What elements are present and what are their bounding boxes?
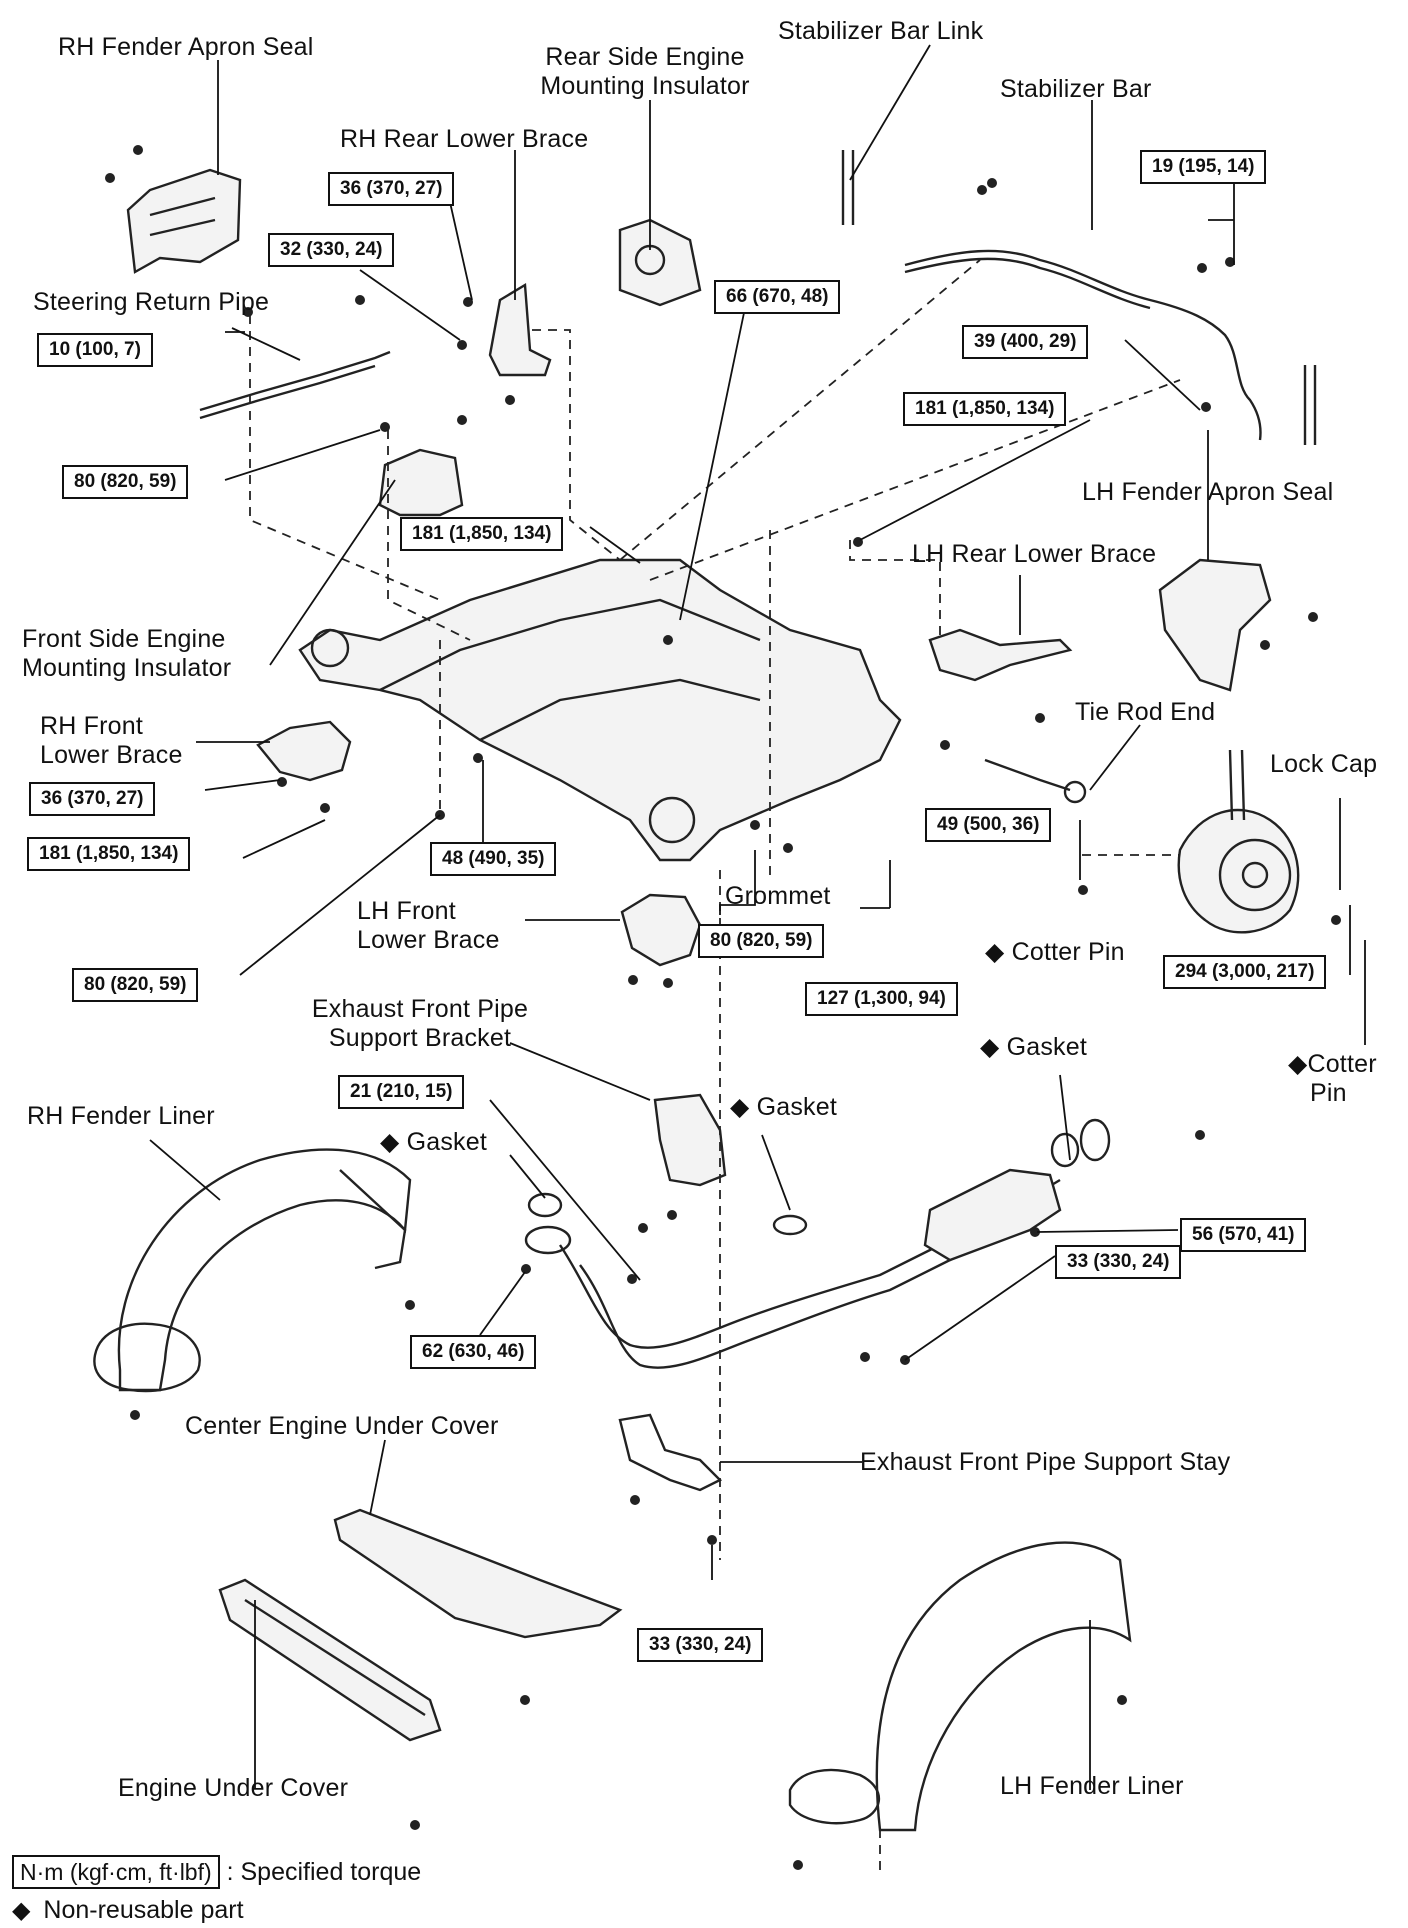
label-line: RH Front bbox=[40, 712, 144, 740]
label-line: Support Bracket bbox=[328, 1024, 512, 1052]
crossmember-shape bbox=[298, 558, 902, 862]
exhaust-pipe-shape bbox=[559, 1178, 1061, 1349]
label-exhaust-front-pipe-support-stay: Exhaust Front Pipe Support Stay bbox=[860, 1448, 1231, 1476]
label-line: LH Front bbox=[357, 897, 456, 925]
label-lock-cap: Lock Cap bbox=[1270, 750, 1378, 778]
rh-fender-liner-shape bbox=[117, 1148, 412, 1392]
label-rh-fender-liner: RH Fender Liner bbox=[27, 1102, 215, 1130]
legend-torque-desc: : Specified torque bbox=[226, 1858, 422, 1886]
label-line: Cotter bbox=[1307, 1050, 1377, 1078]
label-text: Gasket bbox=[406, 1128, 487, 1156]
gasket-shape-left bbox=[527, 1192, 563, 1218]
label-gasket-3: ◆ Gasket bbox=[380, 1128, 487, 1157]
torque-box: 36 (370, 27) bbox=[29, 782, 156, 816]
nonreusable-diamond-icon: ◆ bbox=[985, 938, 1005, 966]
lh-fender-apron-seal-shape bbox=[1158, 558, 1272, 692]
center-engine-under-cover-shape bbox=[333, 1508, 623, 1639]
torque-box: 32 (330, 24) bbox=[268, 233, 395, 267]
torque-box: 127 (1,300, 94) bbox=[805, 982, 958, 1016]
torque-box: 36 (370, 27) bbox=[328, 172, 455, 206]
torque-box: 10 (100, 7) bbox=[37, 333, 153, 367]
label-line: Mounting Insulator bbox=[540, 72, 750, 100]
label-lh-rear-lower-brace: LH Rear Lower Brace bbox=[912, 540, 1157, 568]
exhaust-bracket-shape bbox=[653, 1093, 727, 1187]
label-line: Lower Brace bbox=[357, 926, 500, 954]
label-tie-rod-end: Tie Rod End bbox=[1075, 698, 1216, 726]
rh-front-lower-brace-shape bbox=[256, 720, 352, 782]
stabilizer-bar-shape bbox=[904, 249, 1262, 441]
label-rh-rear-lower-brace: RH Rear Lower Brace bbox=[340, 125, 589, 153]
front-engine-mount-shape bbox=[378, 448, 464, 517]
torque-box: 80 (820, 59) bbox=[62, 465, 189, 499]
nonreusable-diamond-icon: ◆ bbox=[12, 1897, 31, 1924]
torque-box: 56 (570, 41) bbox=[1180, 1218, 1307, 1252]
torque-box: 39 (400, 29) bbox=[962, 325, 1089, 359]
nonreusable-diamond-icon: ◆ bbox=[980, 1033, 1000, 1061]
lh-rear-lower-brace-shape bbox=[928, 628, 1073, 682]
torque-box: 21 (210, 15) bbox=[338, 1075, 465, 1109]
torque-box: 66 (670, 48) bbox=[714, 280, 841, 314]
label-line: Exhaust Front Pipe bbox=[311, 995, 529, 1023]
label-line: Pin bbox=[1310, 1079, 1347, 1107]
label-rh-front-lower-brace: RH Front Lower Brace bbox=[40, 712, 183, 770]
tie-rod-end-shape bbox=[984, 758, 1071, 792]
label-line: Rear Side Engine bbox=[545, 43, 745, 71]
label-text: Gasket bbox=[1006, 1033, 1087, 1061]
rh-rear-lower-brace-shape bbox=[488, 282, 552, 377]
label-text: Cotter Pin bbox=[1011, 938, 1125, 966]
label-gasket-2: ◆ Gasket bbox=[730, 1093, 837, 1122]
torque-box: 181 (1,850, 134) bbox=[27, 837, 191, 871]
label-gasket-1: ◆ Gasket bbox=[980, 1033, 1087, 1062]
label-lh-front-lower-brace: LH Front Lower Brace bbox=[357, 897, 500, 955]
torque-box: 80 (820, 59) bbox=[698, 924, 825, 958]
label-cotter-pin-1: ◆ Cotter Pin bbox=[985, 938, 1125, 967]
rh-fender-apron-seal-shape bbox=[126, 168, 242, 274]
label-line: Front Side Engine bbox=[22, 625, 226, 653]
label-front-side-engine-mounting-insulator: Front Side Engine Mounting Insulator bbox=[22, 625, 231, 683]
label-grommet: Grommet bbox=[725, 882, 831, 910]
label-cotter-pin-2: ◆Cotter Pin bbox=[1288, 1050, 1377, 1108]
legend-torque-unit: N·m (kgf·cm, ft·lbf) bbox=[12, 1855, 220, 1889]
label-line: Mounting Insulator bbox=[22, 654, 232, 682]
label-lh-fender-liner: LH Fender Liner bbox=[1000, 1772, 1184, 1800]
label-line: Lower Brace bbox=[40, 741, 183, 769]
label-rear-side-engine-mounting-insulator: Rear Side Engine Mounting Insulator bbox=[510, 43, 780, 101]
rear-engine-mount-shape bbox=[618, 218, 702, 307]
torque-box: 80 (820, 59) bbox=[72, 968, 199, 1002]
nonreusable-diamond-icon: ◆ bbox=[730, 1093, 750, 1121]
label-steering-return-pipe: Steering Return Pipe bbox=[33, 288, 270, 316]
torque-box: 62 (630, 46) bbox=[410, 1335, 537, 1369]
gasket-shape-right bbox=[1050, 1132, 1080, 1168]
label-lh-fender-apron-seal: LH Fender Apron Seal bbox=[1082, 478, 1334, 506]
label-rh-fender-apron-seal: RH Fender Apron Seal bbox=[58, 33, 314, 61]
steering-return-pipe-shape bbox=[199, 350, 391, 412]
label-engine-under-cover: Engine Under Cover bbox=[118, 1774, 349, 1802]
torque-box: 49 (500, 36) bbox=[925, 808, 1052, 842]
torque-box: 294 (3,000, 217) bbox=[1163, 955, 1327, 989]
catalytic-converter-shape bbox=[923, 1168, 1062, 1262]
legend-torque: N·m (kgf·cm, ft·lbf) : Specified torque bbox=[12, 1855, 422, 1889]
label-exhaust-front-pipe-support-bracket: Exhaust Front Pipe Support Bracket bbox=[285, 995, 555, 1053]
legend-nonreusable: ◆ Non-reusable part bbox=[12, 1896, 244, 1925]
torque-box: 33 (330, 24) bbox=[1055, 1245, 1182, 1279]
torque-box: 181 (1,850, 134) bbox=[903, 392, 1067, 426]
legend-nonreusable-desc: Non-reusable part bbox=[43, 1896, 244, 1924]
torque-box: 19 (195, 14) bbox=[1140, 150, 1267, 184]
knuckle-shape bbox=[1177, 808, 1300, 934]
fasteners bbox=[105, 145, 1341, 1870]
torque-box: 48 (490, 35) bbox=[430, 842, 557, 876]
nonreusable-diamond-icon: ◆ bbox=[1288, 1050, 1308, 1078]
lh-front-lower-brace-shape bbox=[620, 893, 702, 967]
torque-box: 33 (330, 24) bbox=[637, 1628, 764, 1662]
lh-fender-liner-shape bbox=[875, 1541, 1132, 1832]
exhaust-stay-shape bbox=[618, 1413, 723, 1492]
label-stabilizer-bar-link: Stabilizer Bar Link bbox=[778, 17, 984, 45]
nonreusable-diamond-icon: ◆ bbox=[380, 1128, 400, 1156]
label-center-engine-under-cover: Center Engine Under Cover bbox=[185, 1412, 499, 1440]
torque-box: 181 (1,850, 134) bbox=[400, 517, 564, 551]
label-stabilizer-bar: Stabilizer Bar bbox=[1000, 75, 1152, 103]
label-text: Gasket bbox=[756, 1093, 837, 1121]
